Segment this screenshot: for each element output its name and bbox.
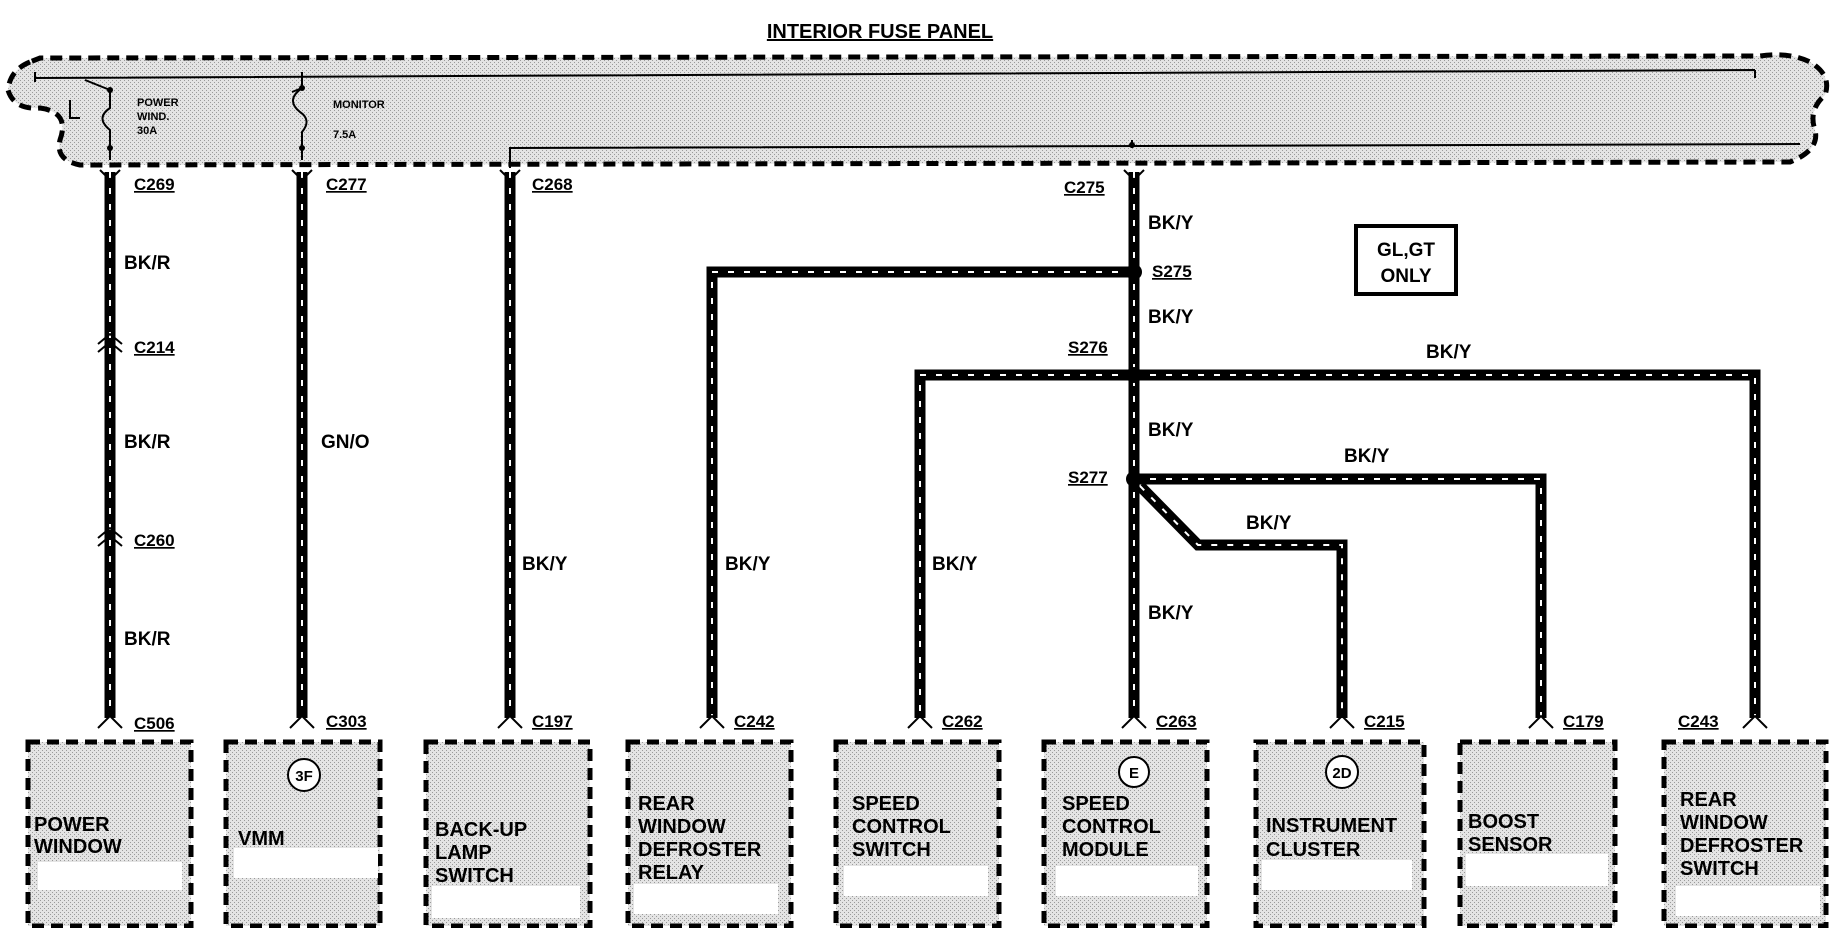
connector-c277-label: C277 [326, 175, 367, 194]
component-label: REAR [1680, 789, 1737, 811]
component-backup-lamp-switch: BACK-UP LAMP SWITCH [423, 739, 593, 928]
component-connector-label: C243 [1678, 712, 1719, 731]
wire-label: BK/Y [1148, 307, 1194, 328]
component-connector-label: C506 [134, 714, 175, 733]
wire-label: BK/Y [1148, 420, 1194, 441]
component-label: RELAY [638, 862, 705, 884]
component-label: VMM [238, 828, 285, 850]
component-speed-control-module: E SPEED CONTROL MODULE [1041, 739, 1210, 928]
connector-c214-label: C214 [134, 338, 175, 357]
wire-label: BK/Y [522, 554, 568, 575]
component-label: LAMP [435, 842, 492, 864]
component-boost-sensor: BOOST SENSOR [1457, 739, 1618, 928]
wire-label: BK/Y [725, 554, 771, 575]
component-connector-label: C303 [326, 712, 367, 731]
fuse-panel-outline [5, 52, 1830, 168]
splice-s276-label: S276 [1068, 338, 1108, 357]
diagram-title: INTERIOR FUSE PANEL [767, 21, 993, 43]
inline-connector-c214 [97, 332, 123, 353]
wire-label: BK/Y [1426, 342, 1472, 363]
component-label: DEFROSTER [638, 839, 762, 861]
component-connector-label: C242 [734, 712, 775, 731]
wire-label: BK/Y [1148, 603, 1194, 624]
note-line: GL,GT [1377, 240, 1435, 261]
component-connector-label: C262 [942, 712, 983, 731]
component-label: MODULE [1062, 839, 1149, 861]
component-label: SPEED [1062, 793, 1130, 815]
wire-label: BK/Y [1148, 213, 1194, 234]
fuse-label: MONITOR [333, 99, 385, 111]
component-speed-control-switch: SPEED CONTROL SWITCH [833, 739, 1002, 928]
component-label: CONTROL [1062, 816, 1161, 838]
component-label: INSTRUMENT [1266, 815, 1397, 837]
component-label: WINDOW [638, 816, 726, 838]
wire-label: BK/Y [932, 554, 978, 575]
component-badge: 3F [295, 768, 313, 785]
wire-label: BK/R [124, 253, 171, 274]
fuse-power-window: POWER WIND. 30A [69, 79, 179, 160]
fuse-panel-bus [34, 69, 1756, 82]
component-instrument-cluster: 2D INSTRUMENT CLUSTER [1253, 739, 1427, 928]
fuse-monitor: MONITOR 7.5A [291, 72, 385, 160]
component-label: BACK-UP [435, 819, 527, 841]
connector-c269-label: C269 [134, 175, 175, 194]
component-label: WINDOW [34, 836, 122, 858]
component-label: SENSOR [1468, 834, 1553, 856]
component-label: DEFROSTER [1680, 835, 1804, 857]
component-label: CONTROL [852, 816, 951, 838]
component-label: SWITCH [852, 839, 931, 861]
component-label: REAR [638, 793, 695, 815]
component-rear-window-defroster-relay: REAR WINDOW DEFROSTER RELAY [625, 739, 794, 928]
fuse-label: 30A [137, 125, 157, 137]
component-connector-label: C179 [1563, 712, 1604, 731]
connector-c275-label: C275 [1064, 178, 1105, 197]
component-label: SWITCH [1680, 858, 1759, 880]
panel-connector-symbols [99, 169, 1145, 182]
component-connector-label: C197 [532, 712, 573, 731]
component-power-window: POWER WINDOW [25, 739, 194, 928]
bus-tap [1129, 142, 1135, 148]
fuse-label: POWER [137, 97, 179, 109]
fuse-label: WIND. [137, 111, 169, 123]
model-note-box: GL,GT ONLY [1354, 224, 1458, 296]
component-rear-window-defroster-switch: REAR WINDOW DEFROSTER SWITCH [1661, 739, 1829, 928]
component-label: BOOST [1468, 811, 1539, 833]
note-line: ONLY [1380, 266, 1431, 287]
component-badge: E [1129, 765, 1139, 782]
splice-s277-dot [1126, 471, 1142, 487]
splice-s275-label: S275 [1152, 262, 1192, 281]
wire-label: BK/R [124, 629, 171, 650]
splice-s275-dot [1126, 264, 1142, 280]
component-label: POWER [34, 814, 110, 836]
wire-label: BK/R [124, 432, 171, 453]
component-badge: 2D [1332, 765, 1351, 782]
component-connector-symbols [97, 714, 1768, 729]
component-vmm: 3F VMM [223, 739, 383, 928]
component-label: CLUSTER [1266, 839, 1361, 861]
wire-label: BK/Y [1246, 513, 1292, 534]
component-label: WINDOW [1680, 812, 1768, 834]
connector-c268-label: C268 [532, 175, 573, 194]
fuse-label: 7.5A [333, 129, 356, 141]
component-connector-label: C263 [1156, 712, 1197, 731]
wire-label: BK/Y [1344, 446, 1390, 467]
inline-connector-c260 [97, 526, 123, 547]
wires [104, 172, 1761, 718]
connector-c260-label: C260 [134, 531, 175, 550]
component-connector-label: C215 [1364, 712, 1405, 731]
component-label: SWITCH [435, 865, 514, 887]
wire-label: GN/O [321, 432, 370, 453]
splice-s277-label: S277 [1068, 468, 1108, 487]
component-label: SPEED [852, 793, 920, 815]
splice-s276-dot [1126, 367, 1142, 383]
